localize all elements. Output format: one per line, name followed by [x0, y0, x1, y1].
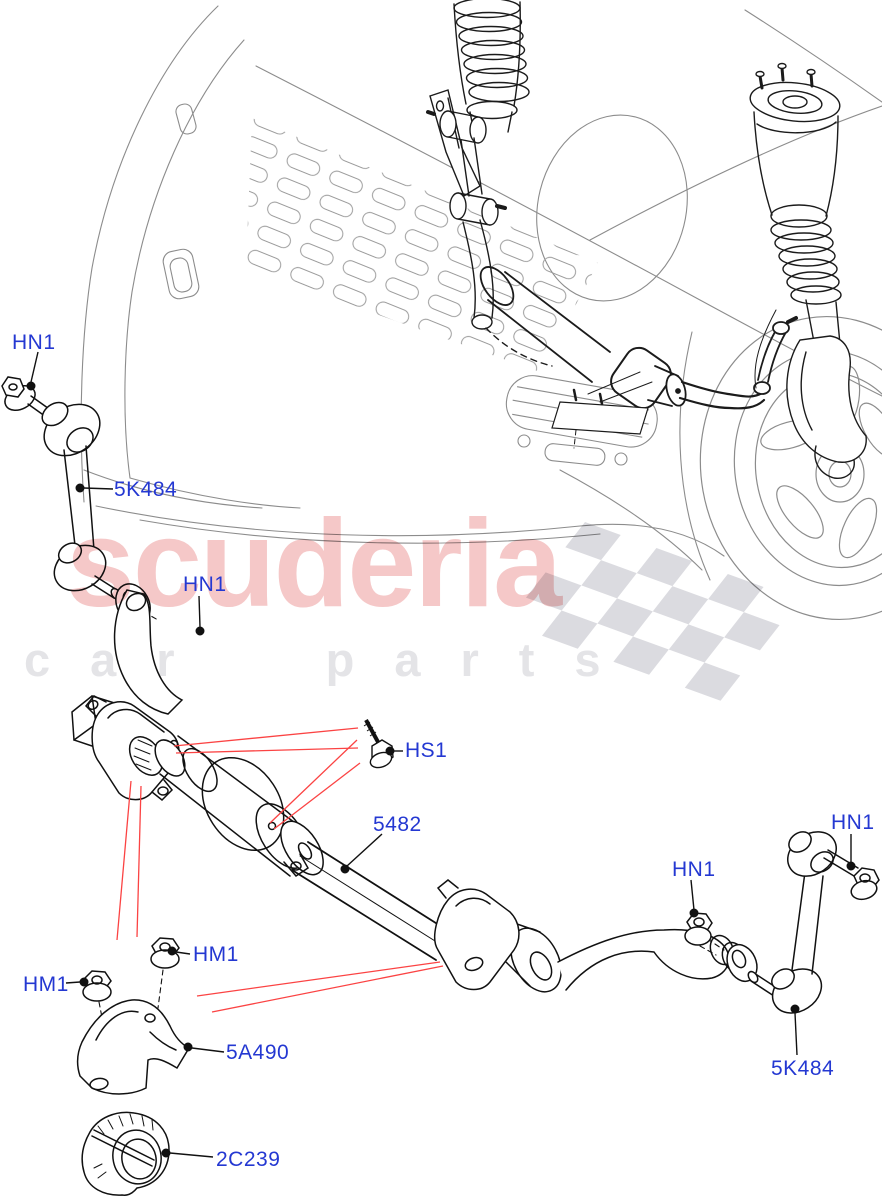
- left-drop-link-insitu: [426, 89, 553, 367]
- leader-lines: [26, 351, 856, 1158]
- tow-eye-and-sensors: [517, 434, 628, 466]
- red-callout-lines: [116, 727, 444, 1013]
- front-grille: [246, 118, 598, 372]
- callout-hn1-mid-left: HN1: [183, 573, 227, 596]
- insitu-stabilizer-bar: [479, 266, 798, 449]
- callout-hn1-top-left: HN1: [12, 331, 56, 354]
- callout-hm1-lower: HM1: [23, 973, 69, 996]
- stabilizer-link-right: [684, 831, 880, 1014]
- callout-5k484-right: 5K484: [771, 1057, 835, 1080]
- callout-5a490: 5A490: [226, 1041, 290, 1064]
- stabilizer-bar-and-actuator: [71, 589, 451, 961]
- left-air-strut: [453, 0, 530, 133]
- bushing-2c239: [81, 1111, 170, 1196]
- callout-hm1-upper: HM1: [193, 943, 239, 966]
- callout-5482: 5482: [373, 813, 422, 836]
- right-air-strut: [749, 62, 867, 479]
- callout-hn1-right-top: HN1: [831, 811, 875, 834]
- callout-hs1: HS1: [405, 739, 448, 762]
- callout-hn1-right-mid: HN1: [672, 858, 716, 881]
- clamp-bracket-5a490: [76, 937, 191, 1095]
- stabilizer-bar-right: [434, 879, 757, 993]
- bolt-hs1: [363, 719, 394, 769]
- callout-5k484-left: 5K484: [114, 478, 178, 501]
- callout-2c239: 2C239: [216, 1148, 281, 1171]
